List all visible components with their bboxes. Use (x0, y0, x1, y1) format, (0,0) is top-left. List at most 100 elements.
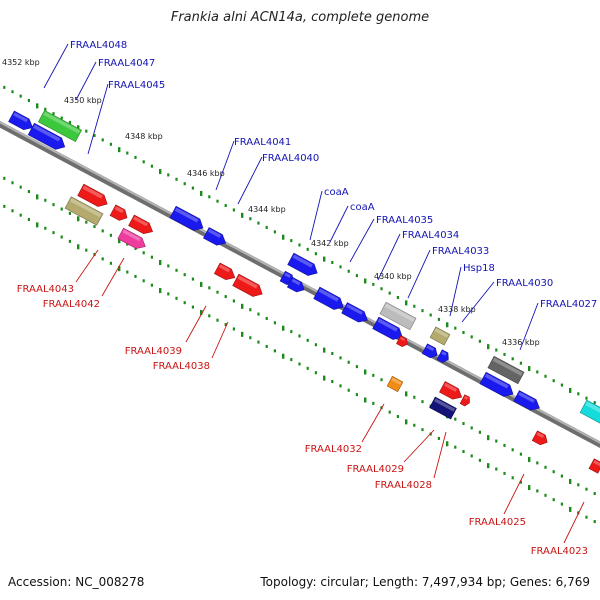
scale-dot (585, 515, 588, 519)
scale-dot (101, 229, 104, 233)
scale-dot (437, 436, 440, 440)
scale-dot (577, 483, 580, 487)
scale-dot (109, 233, 112, 237)
scale-dot (331, 260, 334, 264)
gene-label[interactable]: coaA (350, 202, 375, 213)
gene-feature (479, 371, 514, 397)
scale-dot (544, 493, 547, 497)
gene-label[interactable]: FRAAL4023 (531, 546, 588, 557)
scale-dot (93, 225, 96, 229)
scale-dot (528, 366, 531, 372)
gene-label[interactable]: FRAAL4040 (262, 153, 319, 164)
gene-label[interactable]: FRAAL4038 (153, 361, 210, 372)
scale-dot (585, 487, 588, 491)
scale-dot (478, 458, 481, 462)
label-leader (211, 321, 229, 359)
gene-feature (459, 394, 470, 407)
scale-dot (569, 478, 572, 484)
gene-feature (439, 381, 463, 400)
gene-label[interactable]: FRAAL4030 (496, 278, 553, 289)
scale-dot (200, 190, 203, 196)
gene-feature (341, 302, 368, 323)
scale-dot (167, 264, 170, 268)
scale-dot (159, 169, 162, 175)
scale-dot (306, 338, 309, 342)
scale-dot (560, 474, 563, 478)
scale-dot (52, 231, 55, 235)
scale-dot (77, 125, 80, 131)
gene-feature (213, 262, 236, 281)
gene-label[interactable]: FRAAL4039 (125, 346, 182, 357)
scale-dot (60, 235, 63, 239)
scale-dot (314, 252, 317, 256)
scale-dot (134, 274, 137, 278)
scale-dot (503, 471, 506, 475)
label-leader (349, 218, 375, 263)
label-leader (43, 43, 69, 89)
gene-label[interactable]: FRAAL4042 (43, 299, 100, 310)
gene-label[interactable]: FRAAL4029 (347, 464, 404, 475)
gene-label[interactable]: Hsp18 (463, 263, 495, 274)
gene-label[interactable]: FRAAL4048 (70, 40, 127, 51)
gene-label[interactable]: FRAAL4045 (108, 80, 165, 91)
scale-dot (175, 177, 178, 181)
scale-dot (569, 387, 572, 393)
scale-dot (224, 323, 227, 327)
gene-label[interactable]: FRAAL4047 (98, 58, 155, 69)
scale-dot (421, 400, 424, 404)
scale-dot (314, 343, 317, 347)
scale-dot (298, 243, 301, 247)
scale-dot (265, 316, 268, 320)
gene-label[interactable]: FRAAL4028 (375, 480, 432, 491)
gene-label[interactable]: coaA (324, 187, 349, 198)
scale-dot (11, 209, 14, 213)
scale-dot (249, 217, 252, 221)
scale-dot (290, 239, 293, 243)
scale-dot (462, 331, 465, 335)
scale-dot (282, 234, 285, 240)
gene-label[interactable]: FRAAL4025 (469, 517, 526, 528)
scale-dot (216, 318, 219, 322)
scale-dot (68, 120, 71, 124)
scale-dot (216, 290, 219, 294)
gene-feature (38, 109, 82, 143)
scale-dot (462, 450, 465, 454)
scale-dot (3, 176, 6, 180)
scale-dot (552, 470, 555, 474)
scale-dot (150, 164, 153, 168)
scale-dot (298, 334, 301, 338)
gene-label[interactable]: FRAAL4034 (402, 230, 459, 241)
scale-dot (413, 423, 416, 427)
scale-dot (68, 211, 71, 215)
gene-feature (27, 122, 66, 150)
scale-dot (478, 430, 481, 434)
gene-feature (386, 375, 404, 393)
scale-dot (249, 308, 252, 312)
gene-label[interactable]: FRAAL4041 (234, 137, 291, 148)
scale-dot (232, 208, 235, 212)
scale-dot (429, 313, 432, 317)
scale-dot (495, 467, 498, 471)
gene-label[interactable]: FRAAL4043 (17, 284, 74, 295)
scale-dot (437, 317, 440, 321)
scale-dot (355, 365, 358, 369)
scale-dot (495, 348, 498, 352)
scale-dot (405, 300, 408, 306)
scale-dot (519, 480, 522, 484)
gene-label[interactable]: FRAAL4027 (540, 299, 597, 310)
label-leader (461, 281, 495, 323)
label-leader (503, 473, 525, 515)
scale-dot (388, 291, 391, 295)
gene-label[interactable]: FRAAL4035 (376, 215, 433, 226)
scale-dot (413, 304, 416, 308)
gene-label[interactable]: FRAAL4032 (305, 444, 362, 455)
scale-dot (224, 295, 227, 299)
scale-dot (380, 287, 383, 291)
scale-dot (249, 336, 252, 340)
scale-dot (68, 239, 71, 243)
scale-dot (372, 401, 375, 405)
gene-label[interactable]: FRAAL4033 (432, 246, 489, 257)
scale-dot (323, 347, 326, 353)
scale-dot (191, 277, 194, 281)
